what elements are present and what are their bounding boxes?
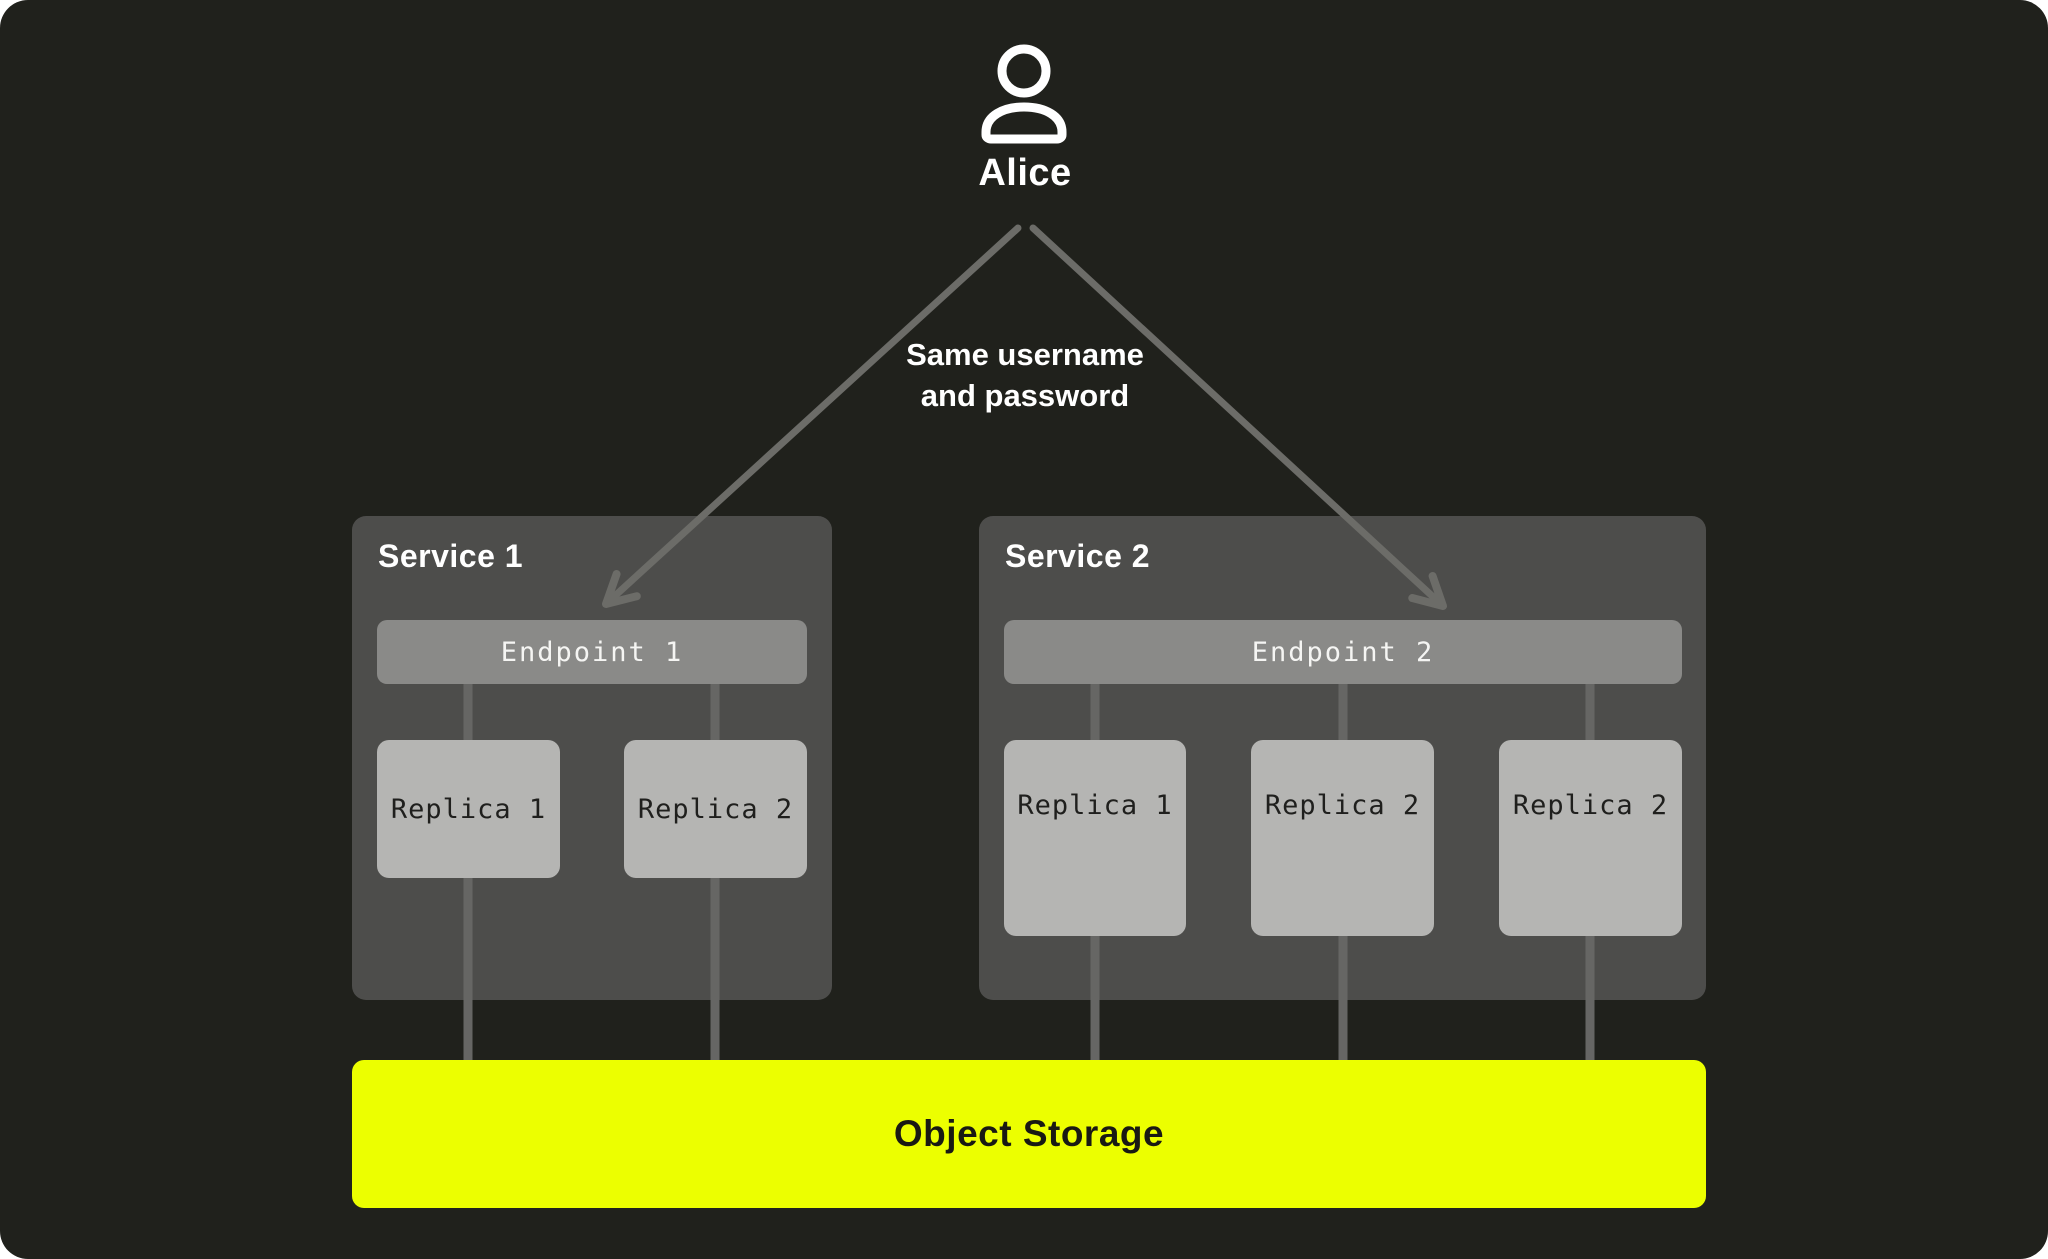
endpoint-1-box: Endpoint 1 — [377, 620, 807, 684]
object-storage-label: Object Storage — [893, 1113, 1165, 1154]
credentials-annotation: Same username and password — [825, 334, 1225, 416]
credentials-annotation-line2: and password — [920, 378, 1130, 413]
endpoint-2-box: Endpoint 2 — [1004, 620, 1682, 684]
service-2-replica-2: Replica 2 — [1251, 740, 1434, 936]
credentials-annotation-line1: Same username — [906, 337, 1144, 372]
user-icon — [975, 40, 1075, 150]
service-1-replica-1: Replica 1 — [377, 740, 560, 878]
service-1-replica-2: Replica 2 — [624, 740, 807, 878]
object-storage-bar: Object Storage — [352, 1060, 1706, 1208]
user-name-label: Alice — [978, 152, 1072, 194]
service-2-replica-3: Replica 2 — [1499, 740, 1682, 936]
service-2-replica-1: Replica 1 — [1004, 740, 1186, 936]
service-1-title: Service 1 — [378, 538, 524, 574]
